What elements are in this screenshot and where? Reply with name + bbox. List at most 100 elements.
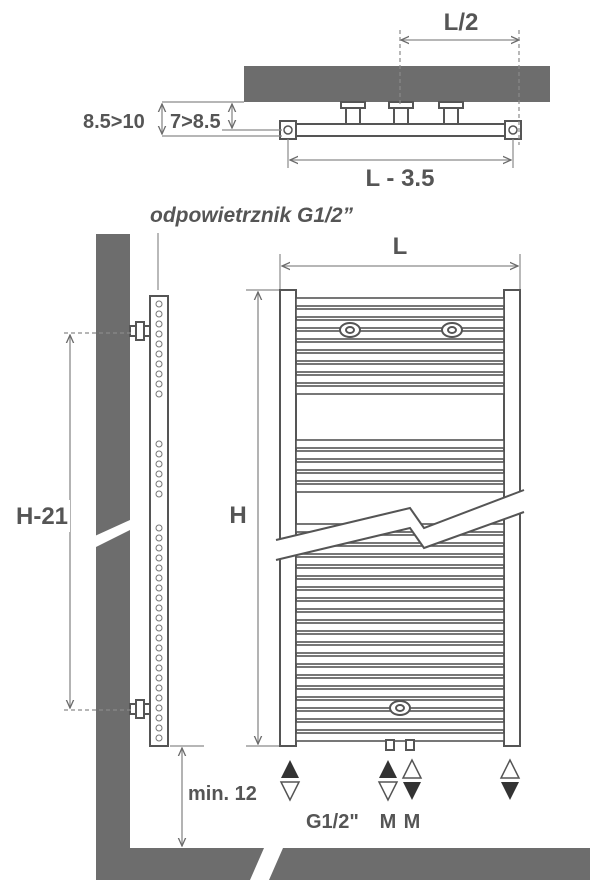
cross-tube	[295, 732, 505, 742]
cross-tube	[295, 600, 505, 610]
flow-arrow-right	[499, 758, 521, 800]
cross-tube	[295, 721, 505, 731]
tube-dot	[155, 470, 163, 478]
cross-tube	[295, 439, 505, 449]
cross-tube	[295, 319, 505, 329]
cross-tube	[295, 688, 505, 698]
cross-tube	[295, 589, 505, 599]
cross-tube	[295, 567, 505, 577]
cross-tube	[295, 556, 505, 566]
cross-tube	[295, 363, 505, 373]
height-label: H	[229, 502, 246, 529]
tube-dot	[155, 574, 163, 582]
side-radiator-profile	[149, 295, 169, 747]
flow-arrow-center-2	[401, 758, 423, 800]
tube-dot	[155, 664, 163, 672]
top-view-radiator-bar	[283, 123, 519, 137]
cross-tube	[295, 633, 505, 643]
width-label: L	[393, 233, 408, 260]
cross-tube	[295, 352, 505, 362]
tube-dot	[155, 340, 163, 348]
cross-tube	[295, 666, 505, 676]
tube-dot	[155, 544, 163, 552]
cross-tube	[295, 611, 505, 621]
tube-dot	[155, 310, 163, 318]
tube-dot	[155, 604, 163, 612]
front-break-mark	[276, 490, 524, 560]
tube-dot	[155, 480, 163, 488]
tube-dot	[155, 490, 163, 498]
tube-dot	[155, 714, 163, 722]
floor-right-segment	[269, 848, 590, 880]
outer-depth-label: 8.5>10	[83, 111, 145, 133]
tube-dot	[155, 524, 163, 532]
ceiling-wall	[244, 66, 550, 102]
thread-label: G1/2"	[306, 811, 359, 833]
tube-dot	[155, 320, 163, 328]
cross-tube	[295, 330, 505, 340]
left-rail	[279, 289, 297, 747]
tube-dot	[155, 460, 163, 468]
tube-dot	[155, 350, 163, 358]
m-label-1: M	[380, 811, 397, 833]
tube-dot	[155, 724, 163, 732]
m-label-2: M	[404, 811, 421, 833]
vent-label: odpowietrznik G1/2”	[150, 204, 354, 227]
cross-tube	[295, 483, 505, 493]
front-view: L H	[224, 233, 525, 751]
tube-dot	[155, 534, 163, 542]
floor-gap-label: min. 12	[188, 783, 257, 805]
cross-tube	[295, 461, 505, 471]
tube-dot	[155, 390, 163, 398]
cross-tube	[295, 655, 505, 665]
inner-depth-label: 7>8.5	[170, 111, 221, 133]
tube-dot	[155, 360, 163, 368]
tube-dot	[155, 554, 163, 562]
tube-dot	[155, 684, 163, 692]
tube-dot	[155, 674, 163, 682]
tube-dot	[155, 330, 163, 338]
flow-arrow-left	[279, 760, 301, 802]
tube-dot	[155, 734, 163, 742]
tube-dot	[155, 564, 163, 572]
top-view-end-caps	[279, 120, 522, 140]
tube-dot	[155, 704, 163, 712]
tube-dot	[155, 300, 163, 308]
tube-dot	[155, 634, 163, 642]
flow-arrow-center-1	[377, 760, 399, 802]
tube-dot	[155, 624, 163, 632]
side-wall-and-floor	[96, 234, 264, 880]
tube-dot	[155, 614, 163, 622]
side-tube-dots	[155, 300, 163, 742]
cross-tube	[295, 472, 505, 482]
front-mount-clips	[339, 322, 463, 716]
cross-tube	[295, 677, 505, 687]
height-label-bg	[224, 500, 254, 530]
top-view: L/2 8.5>10 7>8.5 L - 3.5	[83, 9, 550, 192]
cross-tube	[295, 644, 505, 654]
wall-break-mark	[86, 510, 180, 552]
cross-tube	[295, 341, 505, 351]
cross-tube	[295, 578, 505, 588]
tube-dot	[155, 654, 163, 662]
bottom-connections	[385, 739, 415, 751]
cross-tube	[295, 385, 505, 395]
pipe-spacing-label: L - 3.5	[366, 165, 435, 192]
cross-tube	[295, 622, 505, 632]
cross-tube	[295, 297, 505, 307]
side-view: H-21 min. 12	[14, 233, 590, 880]
half-width-label: L/2	[444, 9, 479, 36]
mount-height-label-bg	[14, 500, 70, 532]
tube-dot	[155, 450, 163, 458]
cross-tube	[295, 450, 505, 460]
mount-height-label: H-21	[16, 503, 68, 530]
cross-tube	[295, 308, 505, 318]
tube-dot	[155, 594, 163, 602]
tube-dot	[155, 694, 163, 702]
top-view-brackets	[340, 101, 464, 127]
front-break-line-top	[275, 489, 525, 541]
flow-arrows	[279, 758, 521, 802]
tube-dot	[155, 370, 163, 378]
cross-tube	[295, 374, 505, 384]
